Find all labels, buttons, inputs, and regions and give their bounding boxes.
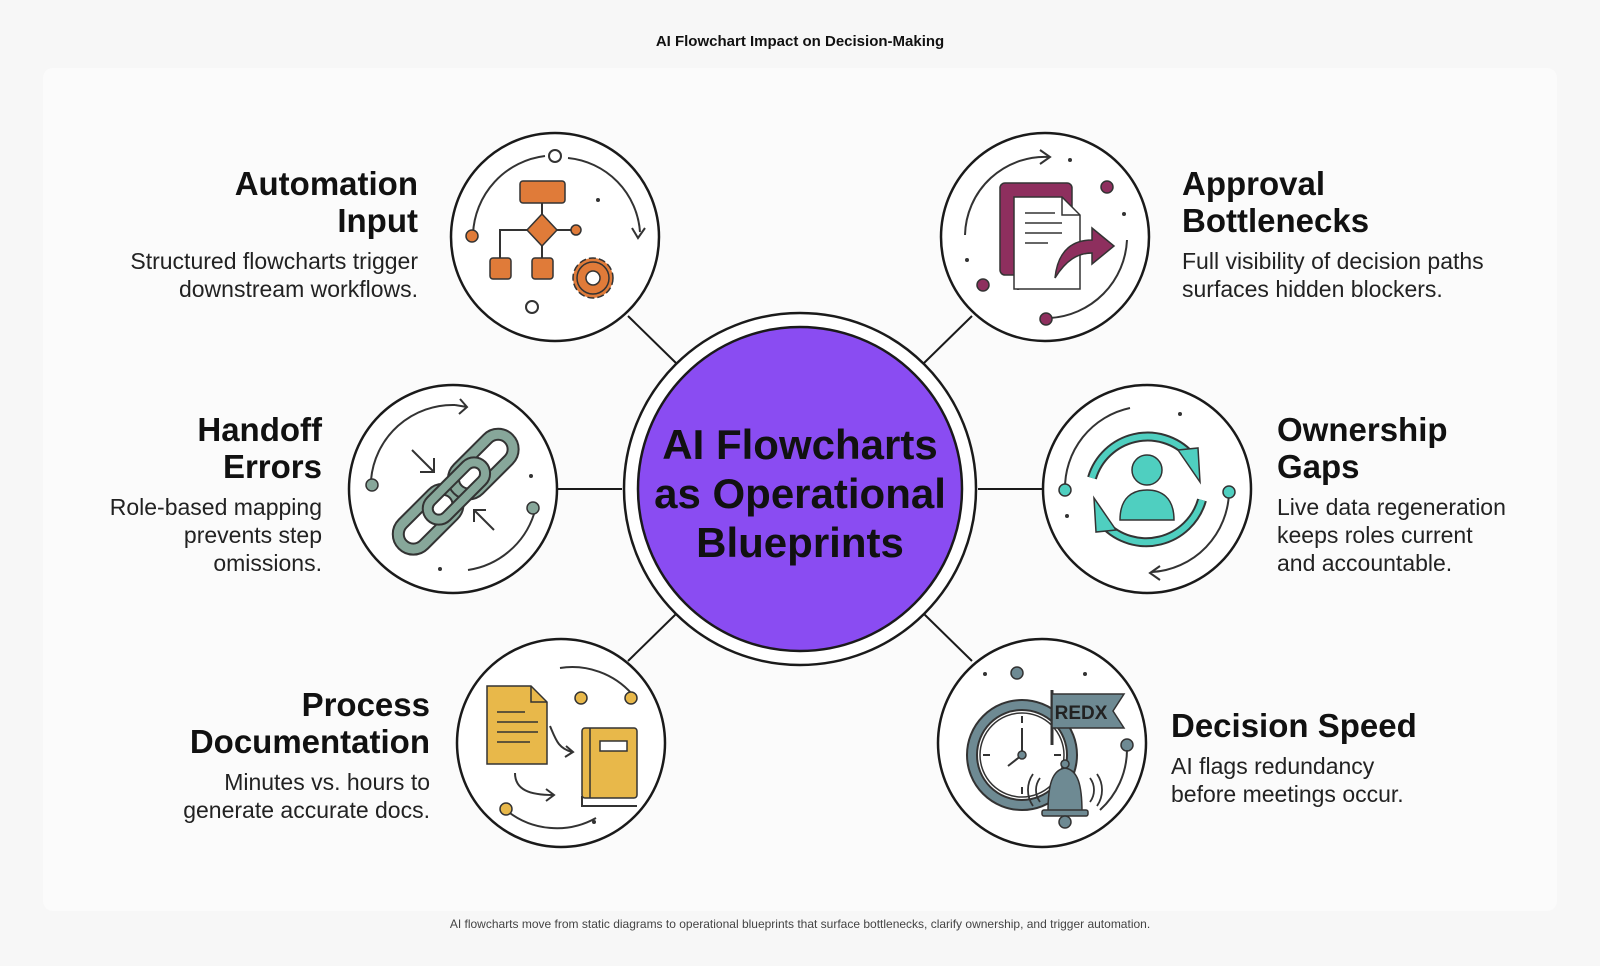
node-description: Full visibility of decision paths surfac… (1182, 247, 1562, 303)
node-title-line: Gaps (1277, 448, 1360, 485)
node-title: Handoff Errors (0, 411, 322, 485)
caption: AI flowcharts move from static diagrams … (449, 917, 1151, 931)
node-title: Approval Bottlenecks (1182, 165, 1562, 239)
node-title: Decision Speed (1171, 707, 1551, 744)
node-description: Minutes vs. hours to generate accurate d… (50, 768, 430, 824)
node-description-line: prevents step (183, 522, 322, 548)
node-title-line: Approval (1182, 165, 1326, 202)
hub-label-line: as Operational (654, 470, 946, 517)
node-text-handoff: Handoff Errors Role-based mapping preven… (0, 411, 322, 577)
node-text-ownership: Ownership Gaps Live data regeneration ke… (1277, 411, 1577, 577)
node-description-line: and accountable. (1277, 550, 1453, 576)
node-title-line: Handoff (197, 411, 322, 448)
node-text-documentation: Process Documentation Minutes vs. hours … (50, 686, 430, 824)
chain-link-icon (365, 398, 540, 571)
node-description-line: AI flags redundancy (1171, 753, 1375, 779)
node-description-line: before meetings occur. (1171, 781, 1404, 807)
node-description-line: Role-based mapping (109, 494, 322, 520)
node-circle-handoff (347, 383, 559, 595)
person-cycle-icon (1058, 407, 1236, 581)
node-text-automation: Automation Input Structured flowcharts t… (38, 165, 418, 303)
hub-label-line: Blueprints (696, 519, 904, 566)
connector-automation (627, 315, 677, 364)
node-description: Live data regeneration keeps roles curre… (1277, 493, 1577, 577)
node-description-line: omissions. (213, 550, 322, 576)
node-title-line: Errors (222, 448, 322, 485)
node-description-line: Minutes vs. hours to (224, 769, 430, 795)
node-title-line: Documentation (189, 723, 430, 760)
node-description-line: keeps roles current (1277, 522, 1473, 548)
document-share-icon (964, 149, 1128, 326)
node-text-approval: Approval Bottlenecks Full visibility of … (1182, 165, 1562, 303)
node-title: Process Documentation (50, 686, 430, 760)
node-circle-documentation (455, 637, 667, 849)
node-circle-speed: REDX (936, 637, 1148, 849)
node-description-line: surfaces hidden blockers. (1182, 276, 1443, 302)
node-circle-ownership (1041, 383, 1253, 595)
connector-documentation (627, 613, 677, 662)
clock-flag-bell-icon: REDX (966, 666, 1134, 829)
node-description-line: Structured flowcharts trigger (130, 248, 418, 274)
node-title-line: Decision Speed (1171, 707, 1417, 744)
hub-label: AI Flowcharts as Operational Blueprints (640, 420, 960, 567)
node-description: Role-based mapping prevents step omissio… (0, 493, 322, 577)
page-title: AI Flowchart Impact on Decision-Making (655, 33, 945, 50)
hub-label-line: AI Flowcharts (662, 421, 938, 468)
node-description: AI flags redundancy before meetings occu… (1171, 752, 1551, 808)
node-description: Structured flowcharts trigger downstream… (38, 247, 418, 303)
node-title-line: Ownership (1277, 411, 1448, 448)
node-text-speed: Decision Speed AI flags redundancy befor… (1171, 707, 1551, 808)
node-title-line: Automation (234, 165, 418, 202)
node-title: Automation Input (38, 165, 418, 239)
flag-text: REDX (1055, 703, 1108, 724)
node-title-line: Bottlenecks (1182, 202, 1370, 239)
node-circle-automation (449, 131, 661, 343)
document-book-icon (486, 666, 638, 830)
node-circle-approval (939, 131, 1151, 343)
connector-speed (923, 613, 973, 662)
node-description-line: Live data regeneration (1277, 494, 1506, 520)
node-title: Ownership Gaps (1277, 411, 1577, 485)
node-description-line: downstream workflows. (178, 276, 418, 302)
node-description-line: generate accurate docs. (183, 797, 430, 823)
node-description-line: Full visibility of decision paths (1182, 248, 1484, 274)
flowchart-gear-icon (465, 149, 646, 314)
connector-approval (923, 315, 973, 364)
node-title-line: Input (337, 202, 418, 239)
node-title-line: Process (301, 686, 430, 723)
hub-circle (622, 311, 978, 667)
